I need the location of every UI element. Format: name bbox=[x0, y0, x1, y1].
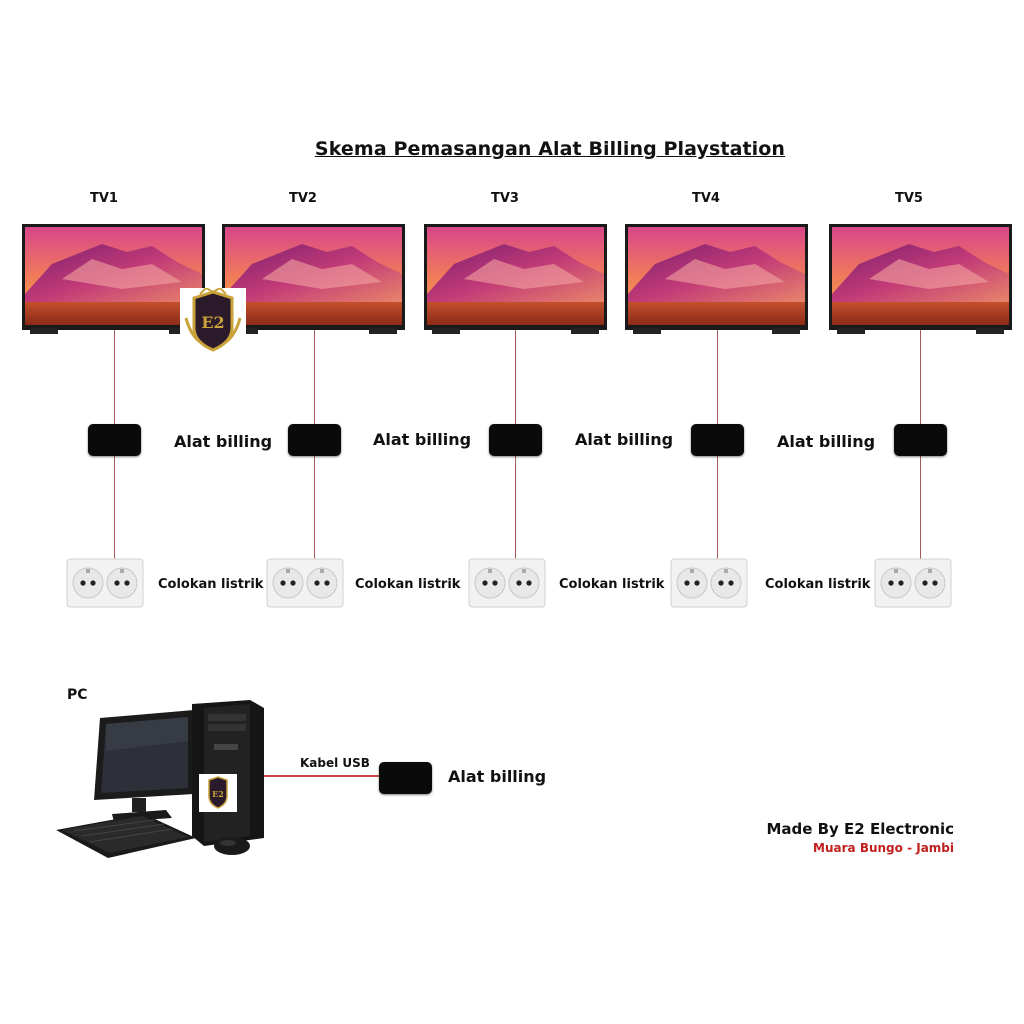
svg-text:E2: E2 bbox=[212, 789, 224, 799]
tv5-icon bbox=[829, 224, 1012, 336]
tv4-icon bbox=[625, 224, 808, 336]
tv3-icon bbox=[424, 224, 607, 336]
tv2-billing-label: Alat billing bbox=[373, 430, 472, 449]
pc-billing-device bbox=[379, 762, 432, 794]
tv2-socket-label: Colokan listrik bbox=[355, 577, 461, 592]
usb-cable-label: Kabel USB bbox=[300, 756, 370, 770]
pc-computer-icon: E2 bbox=[54, 696, 266, 866]
tv1-billing-device bbox=[88, 424, 141, 456]
tv3-billing-device bbox=[489, 424, 542, 456]
tv4-label: TV4 bbox=[692, 191, 720, 206]
pc-label: PC bbox=[67, 687, 88, 703]
usb-cable bbox=[264, 775, 382, 777]
credit-location: Muara Bungo - Jambi bbox=[813, 841, 954, 855]
tv5-billing-device bbox=[894, 424, 947, 456]
tv3-billing-label: Alat billing bbox=[575, 430, 674, 449]
tv3-socket-icon bbox=[468, 558, 546, 608]
tv4-socket-label: Colokan listrik bbox=[765, 577, 871, 592]
tv3-label: TV3 bbox=[491, 191, 519, 206]
tv3-socket-label: Colokan listrik bbox=[559, 577, 665, 592]
tv1-icon bbox=[22, 224, 205, 336]
tv1-socket-icon bbox=[66, 558, 144, 608]
tv2-socket-icon bbox=[266, 558, 344, 608]
tv1-billing-label: Alat billing bbox=[174, 432, 273, 451]
tv4-billing-device bbox=[691, 424, 744, 456]
svg-text:E2: E2 bbox=[201, 313, 224, 332]
tv1-socket-label: Colokan listrik bbox=[158, 577, 264, 592]
tv2-billing-device bbox=[288, 424, 341, 456]
credit-maker: Made By E2 Electronic bbox=[766, 820, 954, 838]
diagram-title: Skema Pemasangan Alat Billing Playstatio… bbox=[314, 138, 786, 160]
pc-billing-label: Alat billing bbox=[448, 767, 547, 786]
tv1-label: TV1 bbox=[90, 191, 118, 206]
tv5-socket-icon bbox=[874, 558, 952, 608]
tv2-icon bbox=[222, 224, 405, 336]
tv5-label: TV5 bbox=[895, 191, 923, 206]
e2-logo-icon: E2 bbox=[180, 286, 246, 354]
tv2-label: TV2 bbox=[289, 191, 317, 206]
tv4-billing-label: Alat billing bbox=[777, 432, 876, 451]
tv4-socket-icon bbox=[670, 558, 748, 608]
